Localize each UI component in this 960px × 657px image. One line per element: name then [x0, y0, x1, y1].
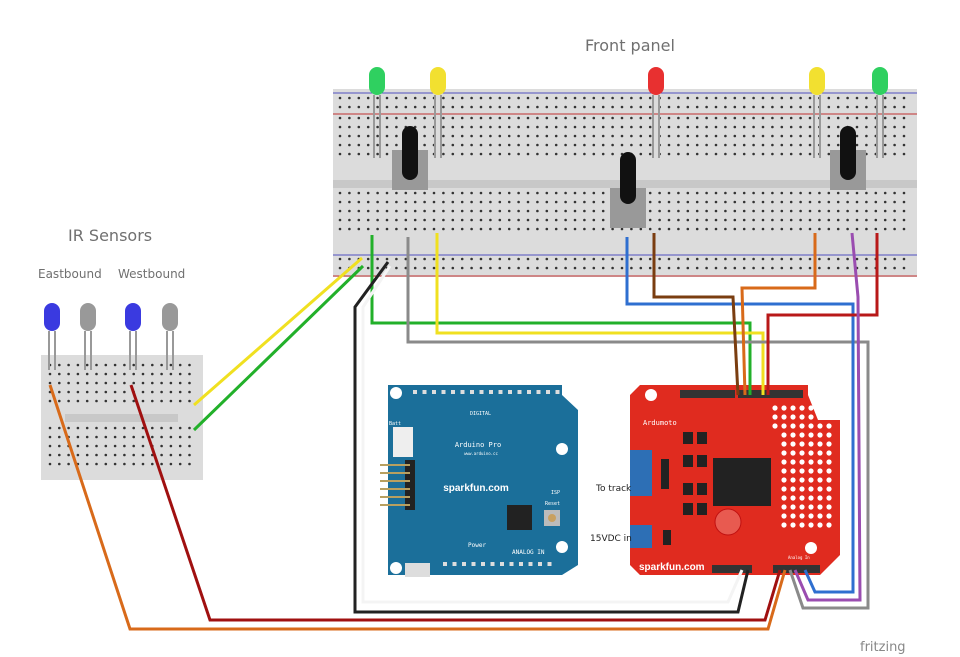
front-panel-leds [369, 67, 888, 158]
front-panel-label: Front panel [585, 36, 675, 55]
analog-in-label: ANALOG IN [512, 549, 545, 556]
wire-yellow-fp [435, 233, 765, 395]
batt-label: Batt [389, 421, 401, 427]
wire-red-fp [766, 233, 879, 395]
wire-orange-ir [48, 384, 787, 631]
ir-led-blue [44, 303, 60, 331]
arduino-url: www.arduino.cc [464, 451, 498, 456]
wire-green-fp [370, 235, 752, 395]
wire-green-ir [192, 264, 365, 432]
digital-label: DIGITAL [470, 411, 491, 417]
ir-sensors-label: IR Sensors [68, 226, 153, 245]
ardumoto-brand: sparkfun.com [639, 562, 705, 573]
eastbound-label: Eastbound [38, 267, 102, 281]
isp-label: ISP [551, 490, 560, 496]
led-yellow [809, 67, 825, 95]
ir-led-blue [125, 303, 141, 331]
power-label: Power [468, 542, 486, 549]
ardumoto-analog-label: Analog In [788, 555, 810, 560]
ir-breadboard [41, 355, 203, 480]
wire-orange-fp [740, 233, 817, 396]
wire-yellow-ir [193, 256, 363, 407]
vdc-in-label: 15VDC in [590, 534, 632, 544]
potentiometers [392, 126, 866, 228]
led-yellow [430, 67, 446, 95]
wire-brown [652, 233, 740, 396]
reset-label: Reset [545, 501, 560, 507]
arduino-name: Arduino Pro [455, 441, 501, 449]
ir-led-gray [80, 303, 96, 331]
wire-purple [793, 232, 862, 602]
wire-gray-fp [406, 237, 870, 610]
wires [48, 232, 879, 631]
wire-red-ir [129, 384, 782, 622]
arduino-pro-board: Arduino Pro www.arduino.cc sparkfun.com … [380, 385, 578, 577]
to-track-label: To track [596, 484, 632, 494]
fritzing-logo: fritzing [860, 640, 906, 655]
led-red [648, 67, 664, 95]
arduino-brand: sparkfun.com [443, 483, 509, 494]
led-green [872, 67, 888, 95]
wire-black-gnd [353, 261, 750, 614]
ardumoto-name: Ardumoto [643, 419, 677, 427]
ir-leds [44, 303, 178, 370]
ardumoto-board: Ardumoto sparkfun.com Analog In [630, 385, 840, 575]
westbound-label: Westbound [118, 267, 186, 281]
wire-white-gnd [361, 265, 744, 604]
ir-led-gray [162, 303, 178, 331]
led-green [369, 67, 385, 95]
wire-blue [625, 237, 855, 594]
